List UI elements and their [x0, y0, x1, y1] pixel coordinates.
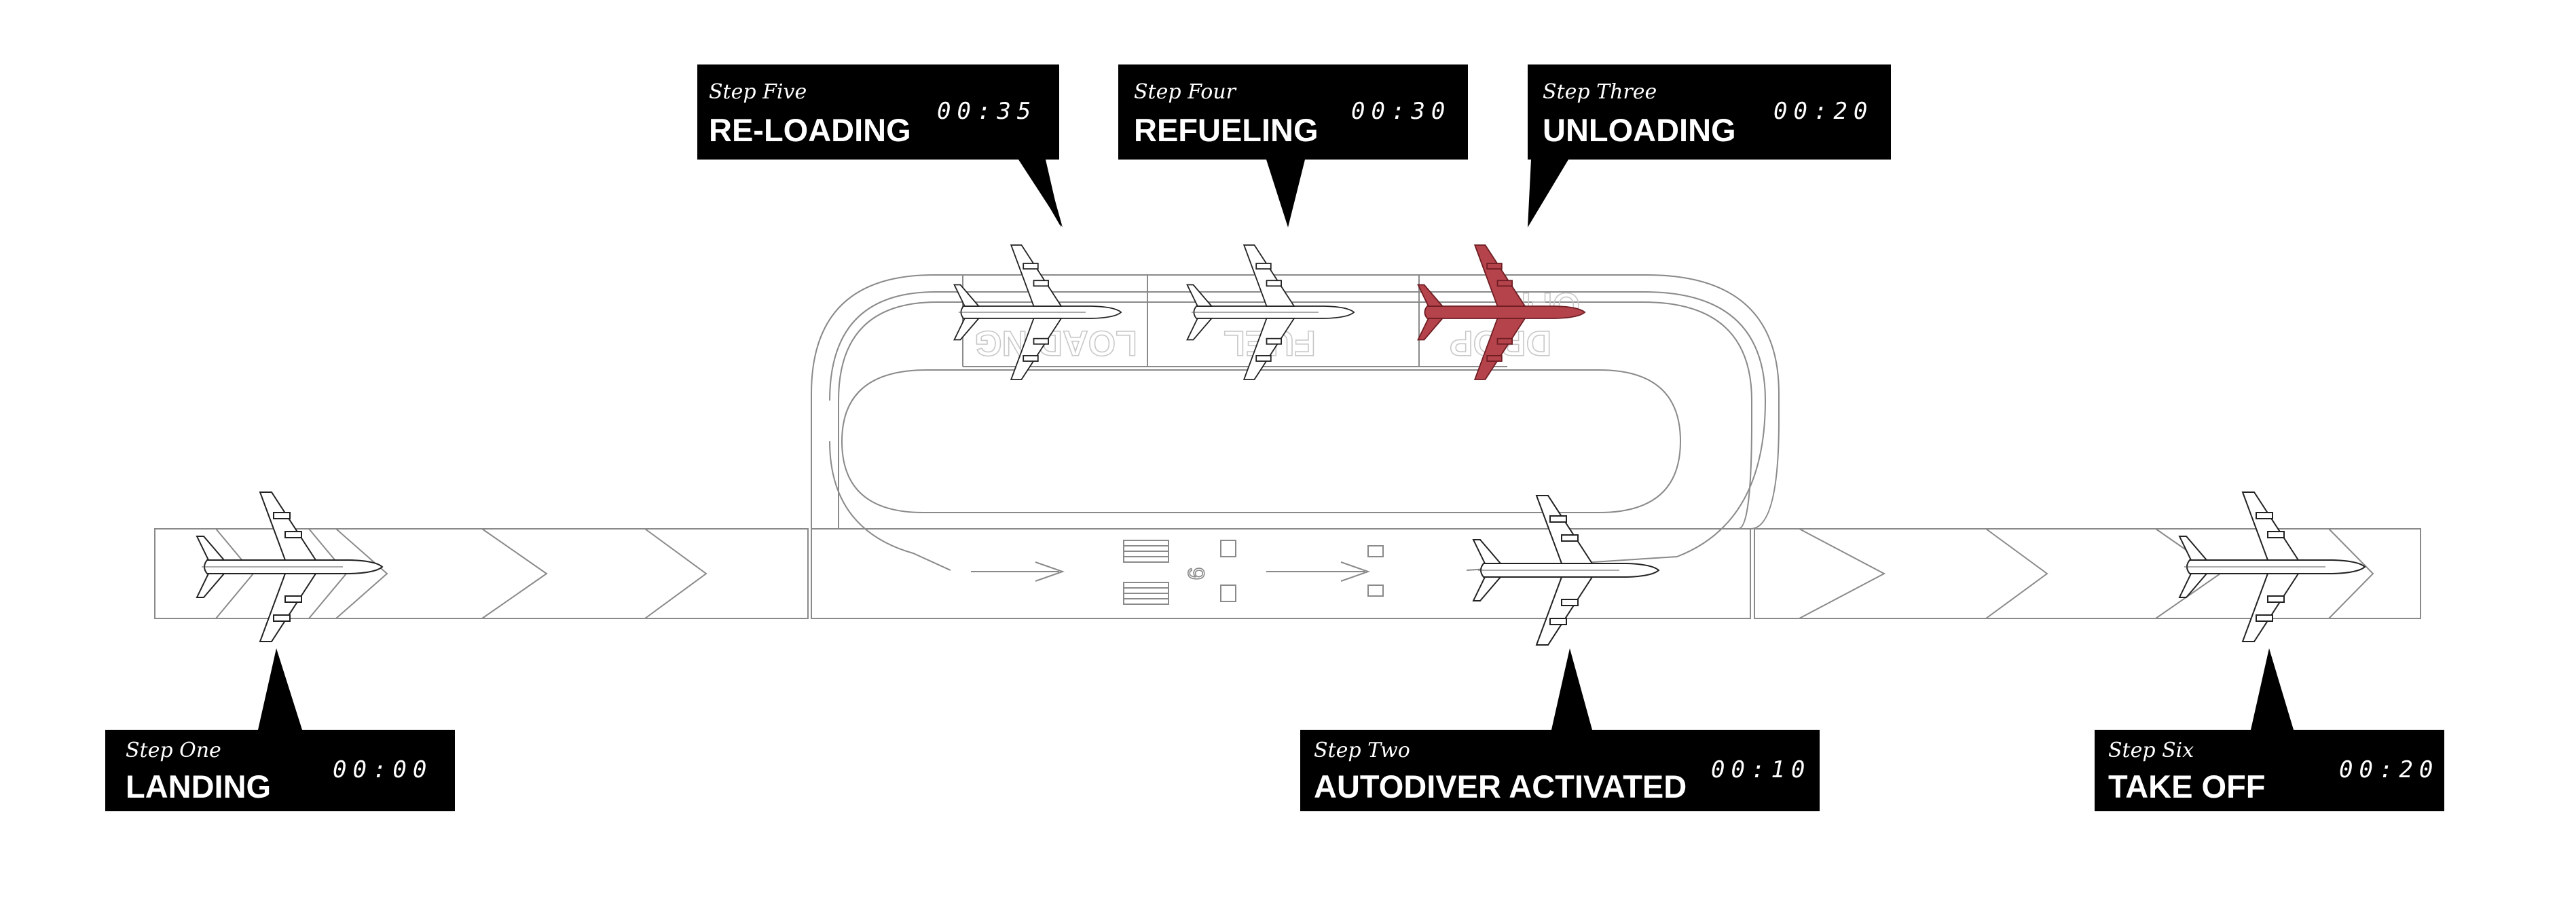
- step-label: Step Two: [1314, 739, 1410, 762]
- step-title: REFUELING: [1134, 112, 1319, 148]
- step-title: RE-LOADING: [709, 112, 911, 148]
- taxi-loop: [811, 274, 1780, 571]
- step-label: Step Five: [709, 80, 807, 104]
- runway: 9: [154, 528, 2421, 619]
- callout-pointer-one: [258, 648, 302, 730]
- step-title: AUTODIVER ACTIVATED: [1314, 768, 1687, 804]
- callout-step-three: Step Three UNLOADING 00:20: [1528, 64, 1891, 160]
- step-label: Step Three: [1543, 80, 1657, 104]
- callout-pointer-two: [1551, 648, 1592, 730]
- step-title: TAKE OFF: [2108, 768, 2266, 804]
- step-label: Step One: [126, 739, 221, 762]
- callout-step-five: Step Five RE-LOADING 00:35: [697, 64, 1063, 227]
- step-time: 00:20: [2339, 756, 2439, 783]
- step-title: LANDING: [126, 768, 271, 804]
- step-label: Step Six: [2108, 739, 2194, 762]
- pad-label-loading: LOADING: [974, 323, 1137, 363]
- threshold-markings: [1123, 540, 1384, 605]
- step-time: 00:10: [1711, 756, 1811, 783]
- callout-pointer-five: [1022, 160, 1061, 227]
- plane-autodiver: [1473, 495, 1659, 646]
- callout-pointer-six: [2251, 648, 2294, 730]
- step-title: UNLOADING: [1543, 112, 1736, 148]
- runway-arrows: [971, 561, 1371, 582]
- callout-pointer-four: [1266, 160, 1305, 227]
- step-time: 00:35: [937, 98, 1037, 125]
- step-time: 00:30: [1351, 98, 1451, 125]
- callout-step-two: Step Two AUTODIVER ACTIVATED 00:10: [1300, 730, 1820, 811]
- runway-number: 9: [1183, 568, 1209, 580]
- step-time: 00:00: [333, 756, 433, 783]
- callout-step-six: Step Six TAKE OFF 00:20: [2095, 730, 2444, 811]
- plane-refueling: [1186, 244, 1355, 380]
- callout-step-one: Step One LANDING 00:00: [105, 730, 455, 811]
- callout-step-four: Step Four REFUELING 00:30: [1118, 64, 1468, 160]
- step-time: 00:20: [1773, 98, 1873, 125]
- step-label: Step Four: [1134, 80, 1237, 104]
- callout-pointer-three: [1528, 160, 1568, 227]
